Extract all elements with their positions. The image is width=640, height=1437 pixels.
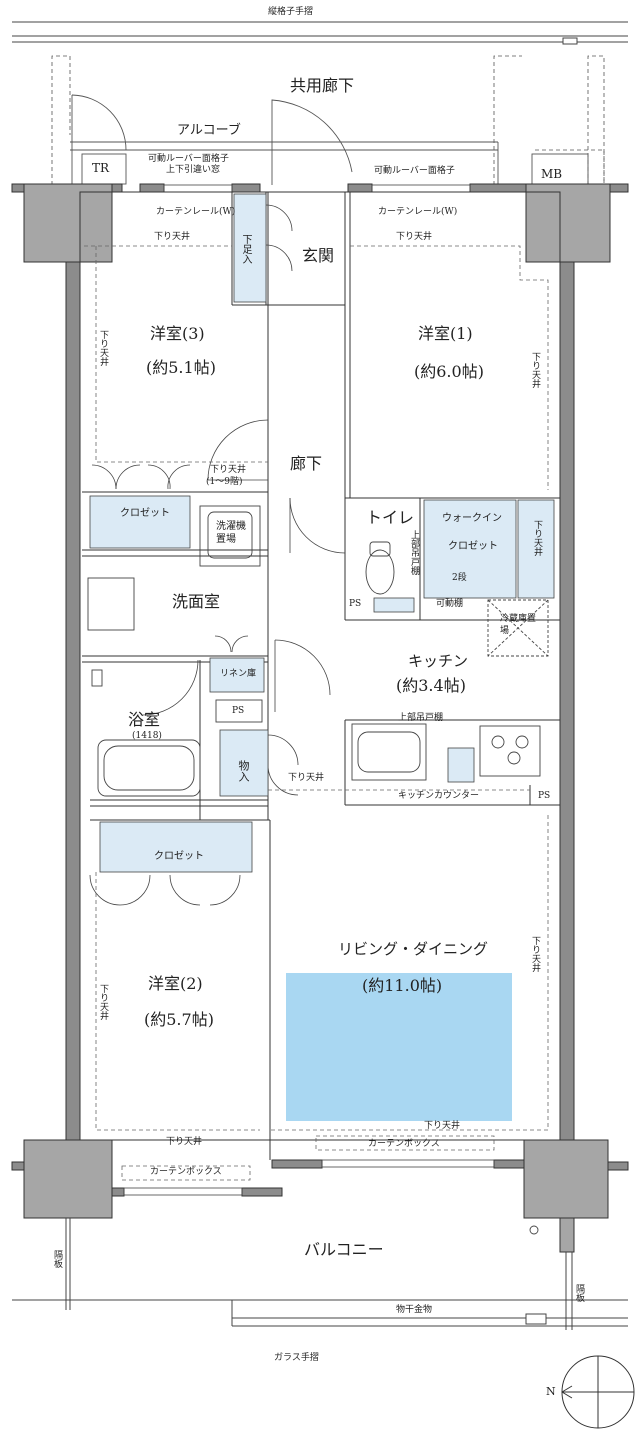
shoe-box-label: 下足入 (240, 234, 251, 264)
two-tier-label: 2段 (452, 573, 467, 583)
tr-label: TR (92, 161, 110, 175)
alcove-lines (70, 94, 499, 185)
lowered-ceiling-label: 下り天井 (98, 984, 108, 1020)
linen-label: リネン庫 (220, 669, 257, 679)
curtain-rail-right-label: カーテンレール(W) (378, 207, 458, 217)
balcony-lines (12, 1218, 628, 1330)
floors-note-label: (1～9階) (206, 477, 243, 487)
ps-label: PS (349, 599, 362, 609)
balcony-label: バルコニー (304, 1240, 384, 1259)
door-swings (89, 204, 346, 906)
storage-areas (89, 193, 555, 873)
room1-name: 洋室(1) (418, 324, 473, 343)
interior-lines (79, 191, 561, 1160)
lowered-ceiling-label: 下り天井 (154, 232, 191, 242)
alcove-label: アルコーブ (177, 123, 241, 138)
curtain-rail-left-label: カーテンレール(W) (156, 207, 236, 217)
living-name: リビング・ダイニング (338, 940, 489, 958)
kitchen-counter-label: キッチンカウンター (398, 791, 480, 801)
lowered-ceiling-label: 下り天井 (396, 232, 433, 242)
entrance-label: 玄関 (302, 246, 335, 265)
storage-label: 物入 (237, 760, 250, 782)
compass-icon (561, 1355, 635, 1429)
walkin-closet-label: クロゼット (448, 541, 498, 552)
living-size: (約11.0帖) (362, 976, 443, 995)
curtain-box-label: カーテンボックス (150, 1167, 222, 1177)
movable-shelf-label: 可動棚 (436, 599, 464, 609)
upper-cabinet-label: 上部吊戸棚 (398, 713, 444, 723)
lowered-ceiling-label: 下り天井 (98, 330, 108, 366)
structural-walls (11, 183, 629, 1197)
common-corridor-label: 共用廊下 (290, 76, 355, 95)
kitchen-size: (約3.4帖) (396, 676, 466, 695)
bath-name: 浴室 (128, 710, 161, 729)
ps-label: PS (538, 791, 551, 801)
lowered-ceiling-label: 下り天井 (288, 773, 325, 783)
ps-label: PS (232, 706, 245, 716)
drying-hardware-label: 物干金物 (396, 1305, 433, 1315)
window-type-label: 上下引違い窓 (166, 165, 221, 175)
kitchen-name: キッチン (408, 652, 469, 670)
room3-size: (約5.1帖) (146, 358, 216, 377)
walkin-label: ウォークイン (442, 513, 502, 524)
louver-right-label: 可動ルーバー面格子 (374, 166, 455, 176)
bath-size: (1418) (132, 731, 162, 741)
louver-left-label: 可動ルーバー面格子 (148, 154, 229, 164)
toilet-label: トイレ (366, 508, 415, 527)
lowered-ceiling-label: 下り天井 (530, 352, 540, 388)
north-label: N (546, 1385, 556, 1398)
closet-label: クロゼット (120, 508, 170, 519)
upper-cabinet-label: 上部吊戸棚 (409, 530, 419, 575)
lowered-ceiling-label: 下り天井 (210, 465, 247, 475)
fridge-label: 冷蔵庫置場 (500, 614, 537, 636)
fixtures (87, 505, 549, 1235)
room2-size: (約5.7帖) (144, 1010, 214, 1029)
closet-label: クロゼット (154, 851, 204, 862)
lowered-ceiling-label: 下り天井 (532, 520, 542, 556)
washroom-label: 洗面室 (172, 592, 221, 611)
room1-size: (約6.0帖) (414, 362, 484, 381)
curtain-box-label: カーテンボックス (368, 1139, 440, 1149)
vertical-railing (12, 21, 628, 45)
room3-name: 洋室(3) (150, 324, 205, 343)
mb-label: MB (541, 167, 563, 181)
washer-label: 洗濯機置場 (216, 521, 246, 545)
lowered-ceiling-lines (84, 245, 549, 1181)
partition-label: 隔板 (52, 1250, 62, 1268)
vertical-rail-label: 縦格子手摺 (268, 7, 314, 17)
lowered-ceiling-label: 下り天井 (530, 936, 540, 972)
living-highlight (286, 973, 512, 1121)
hallway-label: 廊下 (290, 454, 323, 473)
columns (23, 183, 611, 1253)
lowered-ceiling-label: 下り天井 (166, 1137, 203, 1147)
partition-label: 隔板 (574, 1284, 584, 1302)
lowered-ceiling-label: 下り天井 (424, 1121, 461, 1131)
room2-name: 洋室(2) (148, 974, 203, 993)
glass-rail-label: ガラス手摺 (274, 1353, 319, 1363)
